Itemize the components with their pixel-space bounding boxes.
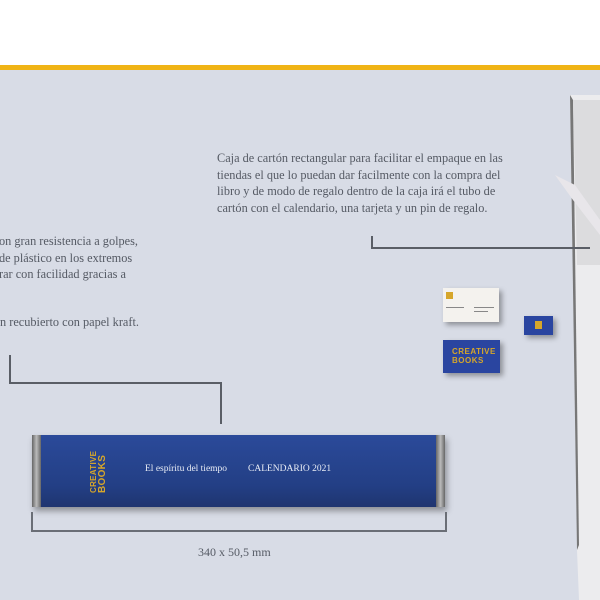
accent-bar bbox=[0, 65, 600, 70]
pin bbox=[524, 316, 553, 335]
connector-line bbox=[220, 382, 222, 424]
text-line: Caja de cartón rectangular para facilita… bbox=[217, 151, 503, 165]
text-line: libro y de modo de regalo dentro de la c… bbox=[217, 184, 496, 198]
connector-line bbox=[371, 236, 373, 249]
text-line: tiendas el que lo puedan dar facilmente … bbox=[217, 167, 501, 182]
connector-line bbox=[371, 247, 590, 249]
logo-icon bbox=[446, 292, 453, 299]
tube-description-2: n recubierto con papel kraft. bbox=[0, 315, 139, 329]
tube-cap-left bbox=[32, 435, 41, 507]
tube-subtitle: El espíritu del tiempo bbox=[145, 464, 228, 474]
text-line: rar con facilidad gracias a bbox=[0, 267, 126, 281]
dimension-label: 340 x 50,5 mm bbox=[198, 545, 271, 559]
tube-description: on gran resistencia a golpes, de plástic… bbox=[0, 233, 138, 283]
dimension-bracket bbox=[31, 512, 447, 532]
logo-icon bbox=[535, 321, 542, 329]
box-description: Caja de cartón rectangular para facilita… bbox=[217, 150, 503, 216]
tube-title: CALENDARIO 2021 bbox=[248, 464, 332, 474]
tube-cap-right bbox=[436, 435, 445, 507]
text-line: on gran resistencia a golpes, bbox=[0, 234, 138, 248]
connector-line bbox=[9, 355, 11, 384]
connector-line bbox=[9, 382, 222, 384]
text-line: de plástico en los extremos bbox=[0, 250, 133, 265]
text-line: cartón con el calendario, una tarjeta y … bbox=[217, 200, 488, 215]
header-area bbox=[0, 0, 600, 65]
gift-box-illustration bbox=[555, 95, 600, 600]
business-card-front bbox=[443, 288, 499, 322]
